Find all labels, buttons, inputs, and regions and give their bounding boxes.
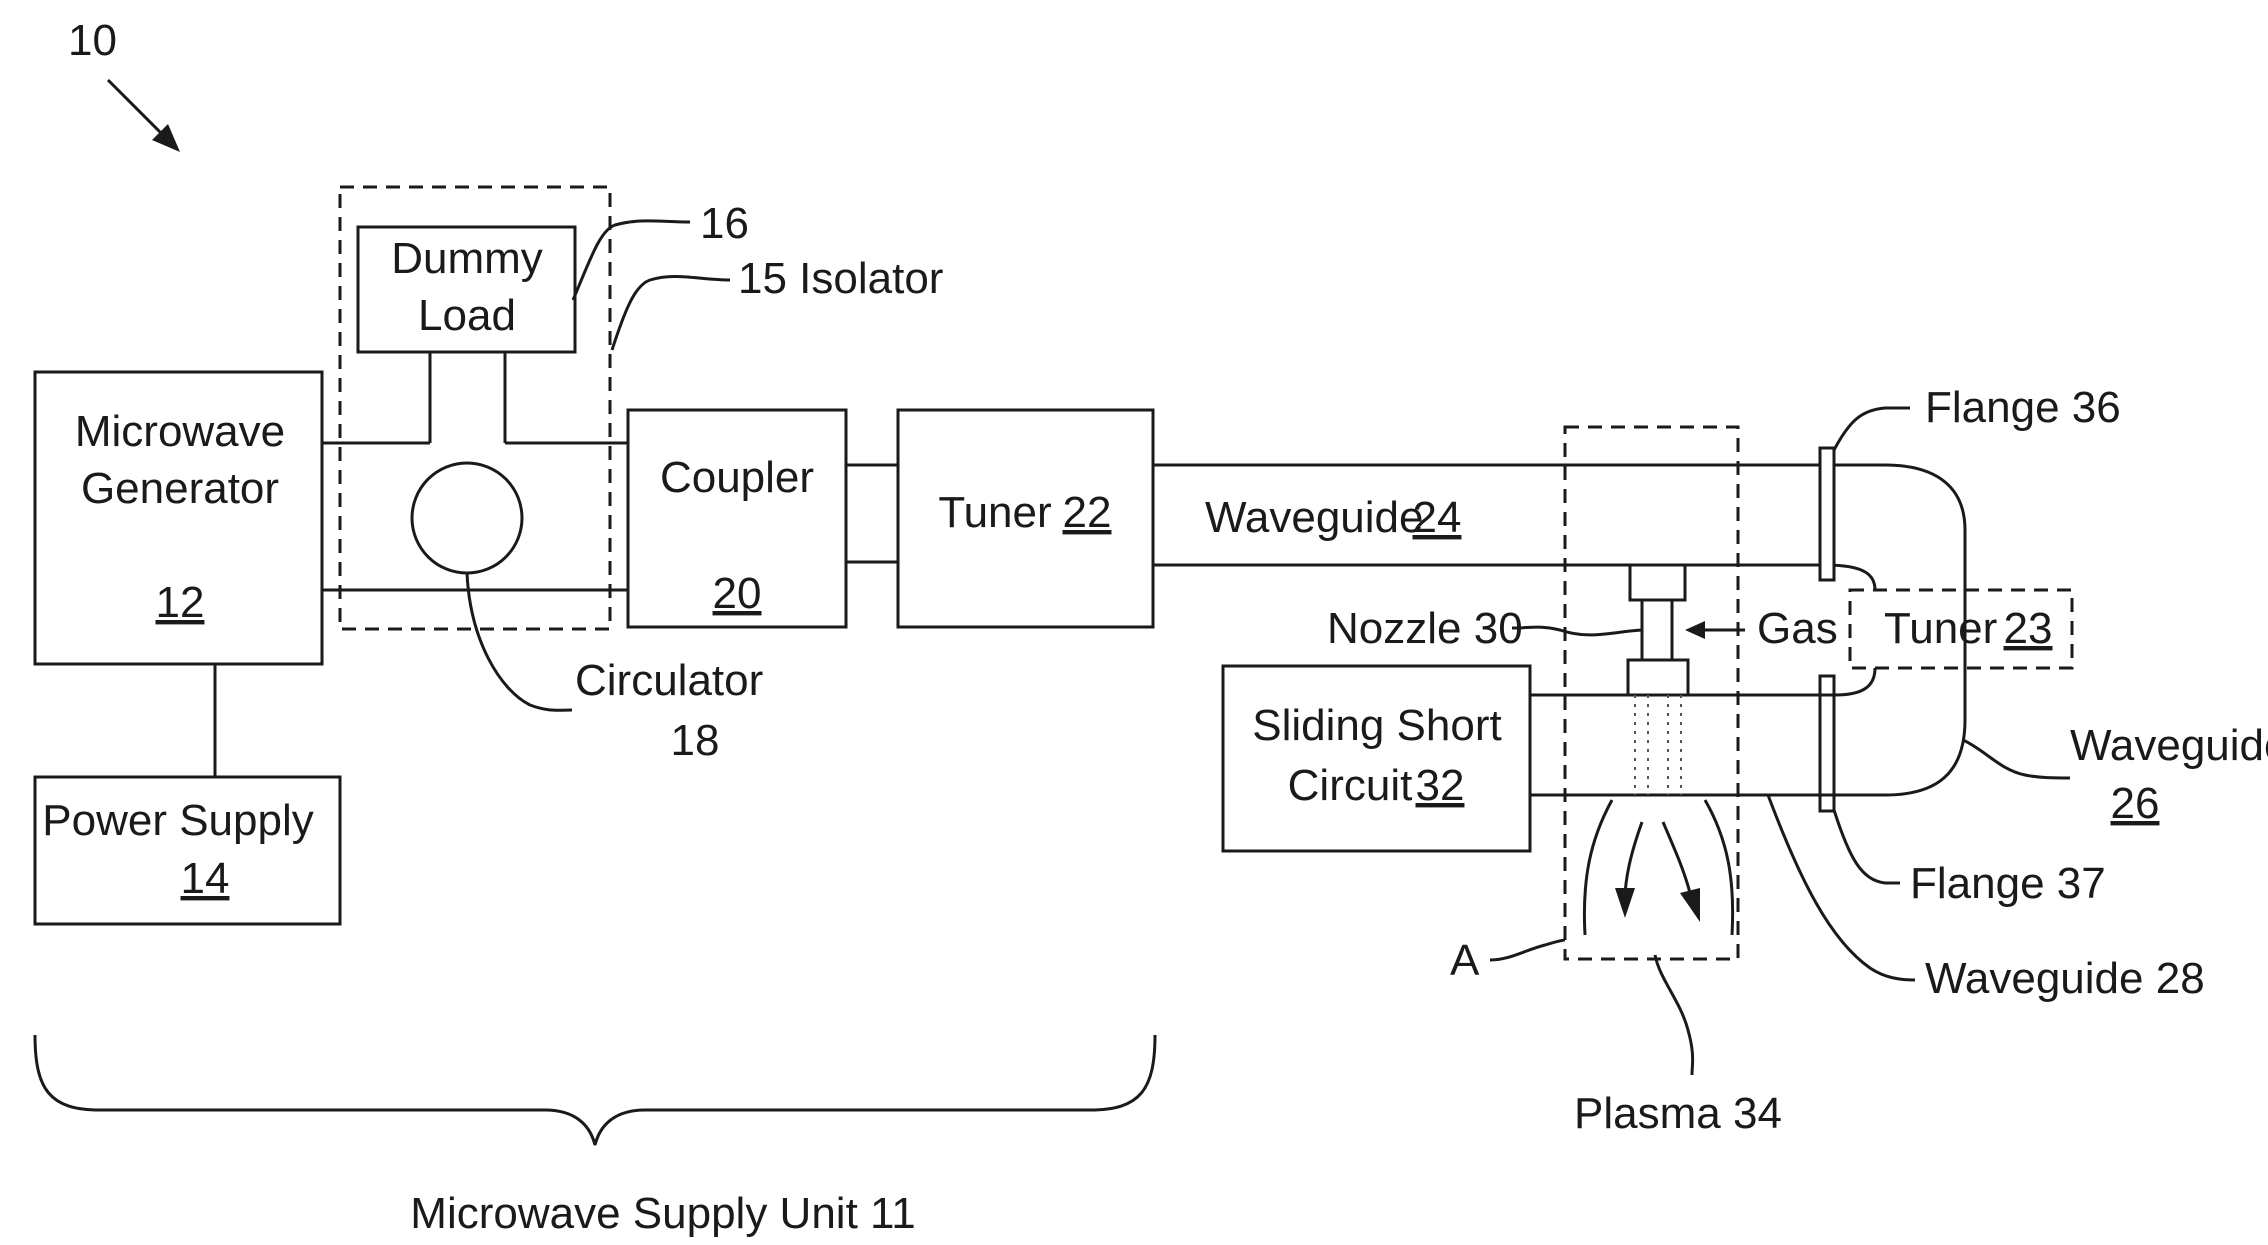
figure-ref-arrow (108, 80, 180, 152)
ref-16-label: 16 (700, 199, 749, 248)
microwave-generator-number: 12 (156, 578, 205, 627)
region-a-leader (1490, 940, 1565, 960)
dummy-load-box: Dummy Load (358, 227, 575, 352)
nozzle-leader (1512, 627, 1642, 635)
isolator-label: 15 Isolator (738, 254, 943, 303)
leader-15 (612, 276, 730, 350)
flange-37-label: Flange 37 (1910, 859, 2106, 908)
supply-unit-brace (35, 1035, 1155, 1145)
figure-ref-10: 10 (68, 16, 117, 65)
tuner-22-number: 22 (1063, 488, 1112, 537)
dummy-load-label-2: Load (418, 291, 516, 340)
tuner-22-label: Tuner (938, 488, 1051, 537)
coupler-box: Coupler 20 (628, 410, 846, 627)
circulator-leader (467, 573, 572, 710)
microwave-generator-box: Microwave Generator 12 (35, 372, 322, 664)
coupler-label: Coupler (660, 453, 814, 502)
microwave-generator-label-1: Microwave (75, 407, 285, 456)
flange-36 (1820, 448, 1834, 580)
supply-unit-label: Microwave Supply Unit 11 (410, 1189, 915, 1238)
sliding-short-label-1: Sliding Short (1252, 701, 1501, 750)
plasma-label: Plasma 34 (1574, 1089, 1782, 1138)
flange-36-label: Flange 36 (1925, 383, 2121, 432)
circulator-label: Circulator (575, 656, 763, 705)
waveguide-26-number: 26 (2111, 779, 2160, 828)
sliding-short-number: 32 (1416, 761, 1465, 810)
waveguide-24-number: 24 (1413, 493, 1462, 542)
waveguide-26-leader (1963, 740, 2070, 778)
coupler-number: 20 (713, 569, 762, 618)
plasma-column (1635, 695, 1681, 795)
flange-36-leader (1834, 408, 1910, 450)
waveguide-26-inner-bottom (1835, 668, 1875, 695)
circulator-number: 18 (671, 716, 720, 765)
waveguide-28-label: Waveguide 28 (1925, 954, 2205, 1003)
gas-arrow (1685, 621, 1745, 639)
tuner-23-label: Tuner (1884, 604, 1997, 653)
waveguide-24-label: Waveguide (1205, 493, 1424, 542)
gas-label: Gas (1757, 604, 1838, 653)
power-supply-number: 14 (181, 854, 230, 903)
plasma-flow-arrows (1584, 800, 1732, 935)
dummy-load-label-1: Dummy (391, 234, 543, 283)
sliding-short-label-2: Circuit (1288, 761, 1413, 810)
circulator (412, 463, 522, 573)
leader-16 (573, 221, 690, 300)
power-supply-box: Power Supply 14 (35, 777, 340, 924)
tuner-23-number: 23 (2004, 604, 2053, 653)
microwave-generator-label-2: Generator (81, 464, 279, 513)
tuner-22-box: Tuner 22 (898, 410, 1153, 627)
sliding-short-box: Sliding Short Circuit 32 (1223, 666, 1530, 851)
tuner-23-box: Tuner 23 (1850, 590, 2072, 668)
region-a-label: A (1450, 936, 1480, 985)
nozzle-label: Nozzle 30 (1327, 604, 1523, 653)
waveguide-26-label: Waveguide (2070, 721, 2268, 770)
plasma-leader (1655, 955, 1693, 1075)
power-supply-label: Power Supply (42, 796, 313, 845)
waveguide-28-leader (1768, 795, 1915, 980)
flange-37-leader (1834, 810, 1900, 883)
